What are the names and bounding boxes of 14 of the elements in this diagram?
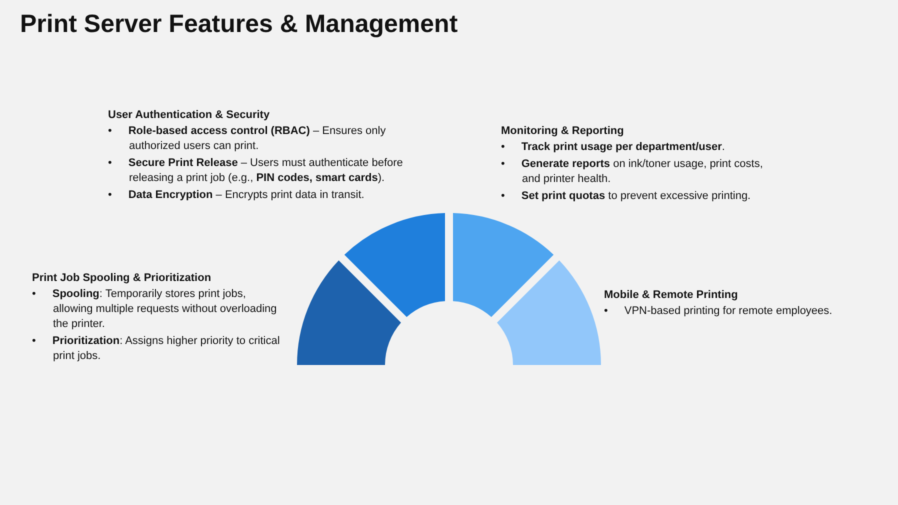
bullet-text: • Track print usage per department/user. [501, 141, 725, 153]
bullet-text: • Data Encryption – Encrypts print data in transit. [108, 189, 364, 201]
bullet-text: • Prioritization: Assigns higher priority to critical print jobs. [32, 335, 280, 362]
section-heading: Monitoring & Reporting [501, 124, 625, 139]
section-heading: User Authentication & Security [108, 108, 271, 123]
bullet-text: • Secure Print Release – Users must authenticate before releasing a print job (e.g., PIN codes, smart cards). [108, 157, 403, 184]
section-heading: Print Job Spooling & Prioritization [32, 271, 212, 286]
bullet-text: • Spooling: Temporarily stores print jobs, allowing multiple requests without overloading the printer. [32, 288, 277, 330]
bullet-text: • Generate reports on ink/toner usage, print costs, and printer health. [501, 158, 763, 185]
bullet-text: • VPN-based printing for remote employees. [604, 305, 832, 317]
section-heading: Mobile & Remote Printing [604, 288, 739, 303]
bullet-text: • Set print quotas to prevent excessive printing. [501, 190, 751, 202]
page-title: Print Server Features & Management [20, 10, 458, 39]
bullet-text: • Role-based access control (RBAC) – Ensures only authorized users can print. [108, 125, 386, 152]
